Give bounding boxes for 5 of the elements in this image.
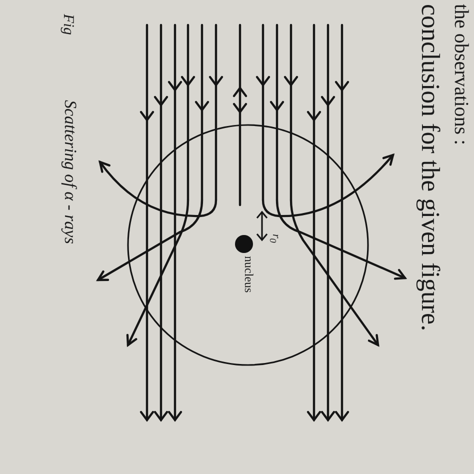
- body-text: conclusion for the given figure.: [415, 4, 445, 332]
- figure-number: Fig: [59, 14, 76, 35]
- body-text: the observations :: [449, 4, 472, 146]
- figure-caption: Scattering of α - rays: [60, 100, 80, 244]
- nucleus-label: nucleus: [241, 256, 256, 293]
